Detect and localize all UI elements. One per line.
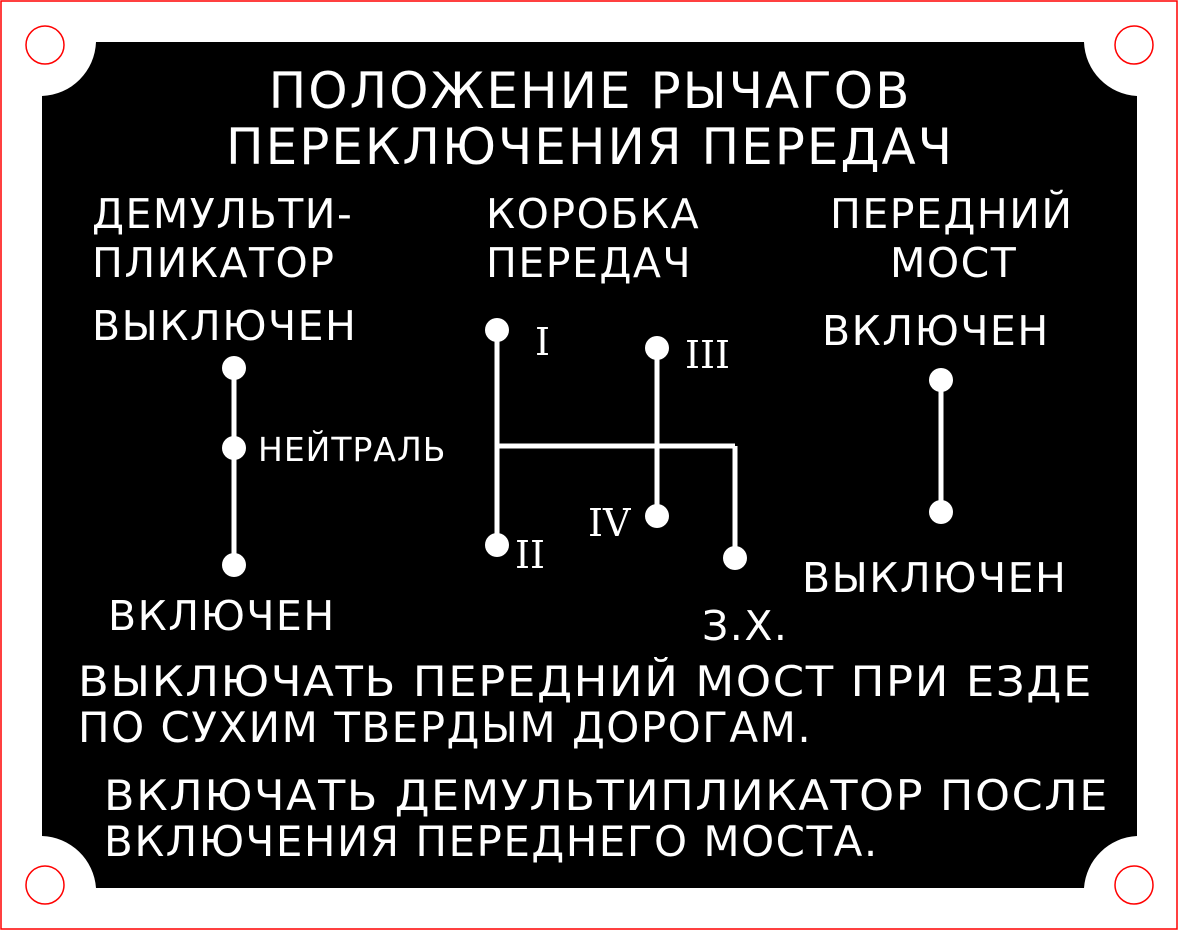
gearbox-heading-1: КОРОБКА <box>486 190 700 238</box>
front-axle-on-position <box>929 368 953 392</box>
gear-4-position <box>645 504 669 528</box>
demultiplier-on-position <box>222 553 246 577</box>
mounting-hole-top-right <box>1114 25 1154 65</box>
mounting-hole-top-left <box>25 25 65 65</box>
gear-2-label: II <box>515 533 545 577</box>
gear-1-label: I <box>535 320 550 364</box>
demultiplier-heading-1: ДЕМУЛЬТИ- <box>92 190 353 238</box>
gearbox-heading-2: ПЕРЕДАЧ <box>486 239 692 287</box>
gear-3-label: III <box>685 333 730 377</box>
title-line-2: ПЕРЕКЛЮЧЕНИЯ ПЕРЕДАЧ <box>226 118 954 176</box>
reverse-gear-position <box>723 546 747 570</box>
note-1-line-1: ВЫКЛЮЧАТЬ ПЕРЕДНИЙ МОСТ ПРИ ЕЗДЕ <box>78 656 1093 706</box>
demultiplier-neutral-label: НЕЙТРАЛЬ <box>258 429 446 469</box>
demultiplier-off-label: ВЫКЛЮЧЕН <box>92 302 357 350</box>
mounting-hole-bottom-right <box>1114 865 1154 905</box>
demultiplier-neutral-position <box>222 436 246 460</box>
gear-4-label: IV <box>588 501 631 545</box>
note-1-line-2: ПО СУХИМ ТВЕРДЫМ ДОРОГАМ. <box>78 703 812 752</box>
title-line-1: ПОЛОЖЕНИЕ РЫЧАГОВ <box>269 62 912 120</box>
reverse-gear-label: З.Х. <box>702 602 788 650</box>
demultiplier-on-label: ВКЛЮЧЕН <box>108 592 336 640</box>
gear-2-position <box>485 533 509 557</box>
gear-3-position <box>645 336 669 360</box>
front-axle-heading-2: МОСТ <box>890 239 1017 287</box>
gear-1-position <box>485 318 509 342</box>
plate-body <box>42 42 1137 888</box>
note-2-line-1: ВКЛЮЧАТЬ ДЕМУЛЬТИПЛИКАТОР ПОСЛЕ <box>104 771 1109 820</box>
demultiplier-heading-2: ПЛИКАТОР <box>92 239 336 287</box>
front-axle-heading-1: ПЕРЕДНИЙ <box>830 190 1074 238</box>
front-axle-off-position <box>929 500 953 524</box>
demultiplier-off-position <box>222 356 246 380</box>
note-2-line-2: ВКЛЮЧЕНИЯ ПЕРЕДНЕГО МОСТА. <box>104 817 879 866</box>
mounting-hole-bottom-left <box>25 865 65 905</box>
gearbox-shift-pattern <box>494 330 738 558</box>
front-axle-off-label: ВЫКЛЮЧЕН <box>802 554 1067 602</box>
front-axle-on-label: ВКЛЮЧЕН <box>822 307 1050 355</box>
